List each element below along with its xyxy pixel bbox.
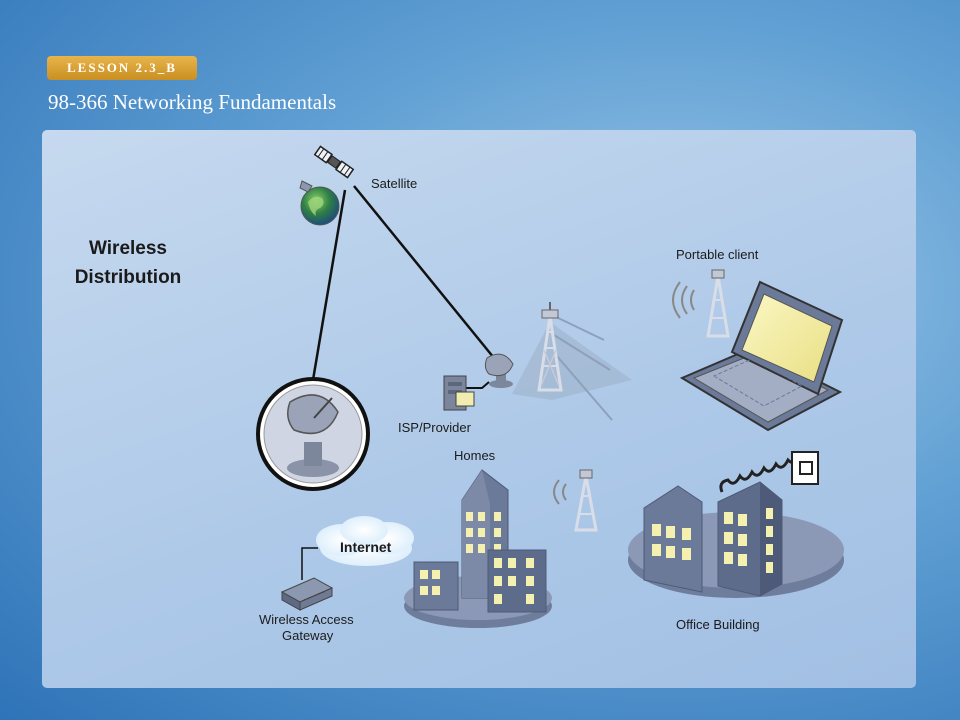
ground-dish-icon [256, 377, 370, 491]
label-satellite: Satellite [371, 176, 417, 191]
isp-dish-icon [484, 353, 514, 388]
main-radio-tower-icon [512, 302, 632, 421]
link-satellite-to-isp [353, 185, 495, 359]
satellite-links [311, 185, 495, 381]
office-building-icon [628, 481, 844, 598]
isp-server-icon [443, 375, 475, 411]
link-satellite-to-dish [311, 189, 347, 381]
label-portable-client: Portable client [676, 247, 759, 262]
satellite-icon [313, 145, 355, 179]
homes-buildings [404, 469, 552, 628]
label-homes: Homes [454, 448, 496, 463]
diagram-panel: Wireless Distribution [42, 130, 916, 688]
wall-jack-icon [791, 451, 819, 485]
internet-cloud-icon [316, 516, 414, 566]
lesson-badge: LESSON 2.3_B [47, 56, 197, 80]
diagram-heading: Wireless Distribution [74, 238, 182, 288]
slide-title: 98-366 Networking Fundamentals [48, 90, 337, 114]
globe-icon [299, 180, 340, 226]
laptop-icon [679, 280, 844, 432]
gateway-router-icon [280, 577, 334, 611]
label-isp-provider: ISP/Provider [398, 420, 472, 435]
label-gateway-line2: Gateway [282, 628, 334, 643]
label-gateway-line1: Wireless Access [259, 612, 354, 627]
homes-radio-tower-icon [553, 469, 598, 532]
label-office-building: Office Building [676, 617, 760, 632]
network-cable-icon [719, 457, 800, 493]
client-radio-tower-icon [672, 269, 730, 338]
wireless-distribution-diagram: Satellite ISP/Provider [256, 145, 844, 643]
label-internet: Internet [340, 539, 392, 555]
